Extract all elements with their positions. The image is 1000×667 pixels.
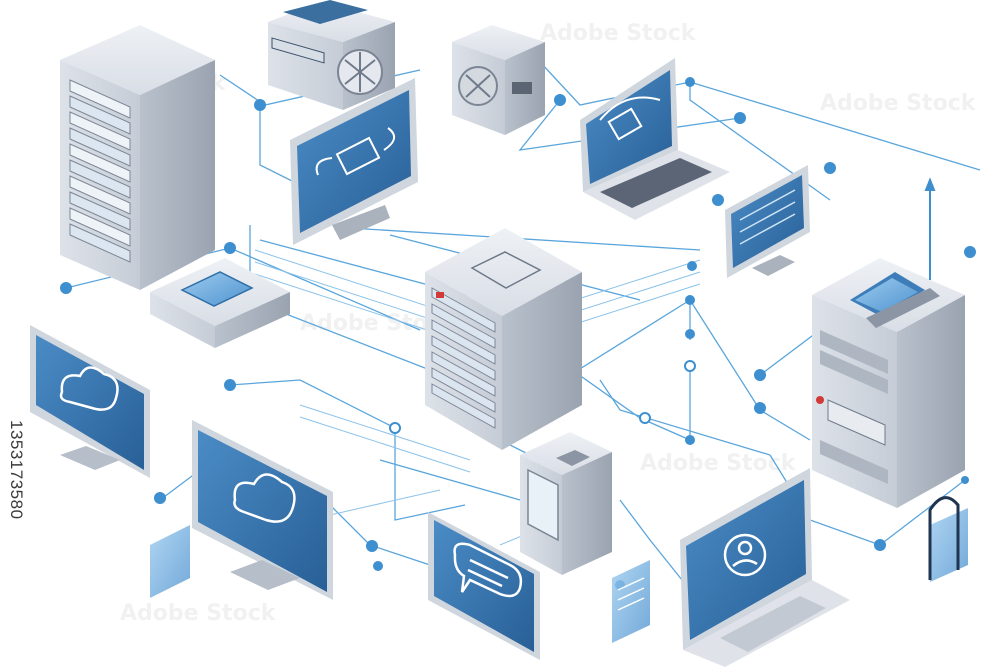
network-node — [712, 194, 724, 206]
network-node — [964, 246, 976, 258]
network-node — [754, 402, 766, 414]
monitor-small-right — [725, 165, 810, 278]
network-node — [961, 476, 969, 484]
network-node — [685, 295, 695, 305]
network-node — [685, 435, 695, 445]
network-node — [60, 282, 72, 294]
monitor-cloud-center — [192, 420, 333, 600]
antenna-icon — [924, 177, 936, 280]
server-rack-left — [60, 25, 215, 290]
cloud-icon — [233, 473, 296, 523]
router-device — [150, 258, 290, 348]
sync-arrows-icon — [315, 127, 395, 176]
stock-id-label: 1353173580 — [4, 420, 34, 660]
watermark-text: Adobe Stock — [540, 21, 697, 46]
server-tower-center — [425, 228, 582, 450]
network-node — [154, 492, 166, 504]
laptop-top — [580, 58, 730, 220]
network-node — [685, 329, 695, 339]
network-node — [874, 539, 886, 551]
user-icon — [723, 533, 767, 577]
stock-id-text: 1353173580 — [7, 420, 26, 520]
monitor-chat — [428, 512, 540, 660]
network-node — [639, 412, 651, 424]
watermark-text: Adobe Stock — [820, 91, 977, 116]
monitor-cloud-left — [30, 325, 150, 478]
server-cabinet-right — [812, 177, 965, 508]
network-node — [224, 379, 236, 391]
network-node — [687, 261, 697, 271]
network-node — [554, 94, 566, 106]
cooling-cube — [452, 25, 545, 135]
network-node — [685, 77, 695, 87]
laptop-user — [680, 468, 850, 667]
network-node — [366, 540, 378, 552]
watermark-text: Adobe Stock — [640, 451, 797, 476]
network-node — [754, 369, 766, 381]
network-node — [824, 162, 836, 174]
document-panel — [150, 496, 968, 643]
monitor-sync — [290, 78, 418, 245]
network-node — [373, 561, 383, 571]
network-node — [734, 112, 746, 124]
display-terminal — [520, 432, 612, 575]
watermark-text: Adobe Stock — [120, 601, 277, 626]
briefcase-icon — [599, 96, 661, 141]
network-node — [684, 360, 696, 372]
chat-bubble-icon — [453, 542, 523, 598]
network-node — [389, 422, 401, 434]
cloud-icon — [59, 366, 119, 411]
network-node — [254, 99, 266, 111]
power-supply-unit — [268, 0, 395, 110]
network-node — [224, 242, 236, 254]
